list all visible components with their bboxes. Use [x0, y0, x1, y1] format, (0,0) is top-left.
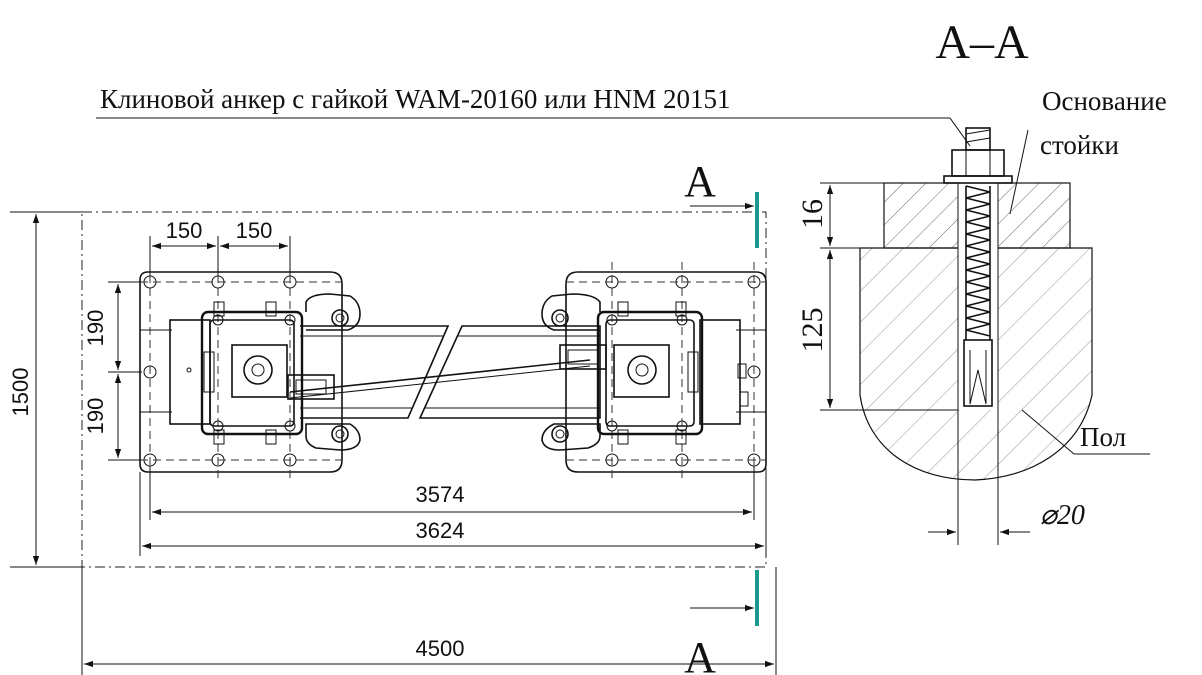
- section-title: A–A: [935, 16, 1029, 69]
- dim-1500: 1500: [8, 211, 82, 568]
- dim-3624-label: 3624: [416, 518, 465, 543]
- dim-vertical-spacing: 190 190: [83, 281, 142, 461]
- base-label-line1: Основание: [1042, 86, 1167, 116]
- left-carriage: [169, 301, 304, 445]
- dim-125-label: 125: [796, 308, 829, 353]
- dim-plate-thickness: 16: [796, 182, 884, 249]
- dim-150-b: 150: [236, 218, 273, 243]
- dim-3574-label: 3574: [416, 482, 465, 507]
- dim-hole-diameter: ⌀20: [928, 410, 1085, 545]
- anchor-callout: Клиновой анкер с гайкой WAM-20160 или HN…: [100, 84, 731, 114]
- dim-3574: 3574: [149, 466, 755, 520]
- dim-190-b: 190: [83, 398, 108, 435]
- left-bolt-holes: [143, 275, 297, 467]
- section-view: A–A Клиновой анкер с гайкой WAM-20160 ил…: [96, 16, 1167, 545]
- dim-1500-label: 1500: [8, 368, 33, 417]
- footprint-outline: [81, 211, 767, 568]
- dim-20-label: ⌀20: [1040, 500, 1085, 531]
- left-base-plate: [139, 262, 343, 480]
- dim-3624: 3624: [139, 472, 767, 556]
- section-marker-bottom: A: [684, 570, 759, 675]
- floor-label: Пол: [1080, 422, 1126, 452]
- right-lug: [541, 293, 601, 451]
- dim-4500: 4500: [81, 567, 777, 675]
- dim-16-label: 16: [796, 199, 829, 229]
- dim-4500-label: 4500: [416, 636, 465, 661]
- left-lug: [305, 293, 361, 451]
- plan-view: 150 150 190 190 3574 3624: [8, 157, 777, 675]
- connecting-beam: [287, 325, 607, 419]
- section-letter-top: A: [684, 157, 716, 206]
- dim-150-a: 150: [166, 218, 203, 243]
- anchor-bolt: [943, 127, 1013, 410]
- section-marker-top: A: [684, 157, 759, 248]
- right-base-plate: [565, 262, 767, 480]
- dim-bolt-spacing: 150 150: [149, 218, 291, 276]
- right-bolt-holes: [605, 275, 761, 467]
- base-label-line2: стойки: [1040, 130, 1119, 160]
- dim-190-a: 190: [83, 310, 108, 347]
- section-letter-bottom: A: [684, 633, 716, 675]
- dim-anchor-depth: 125: [796, 250, 958, 411]
- right-carriage: [596, 301, 749, 445]
